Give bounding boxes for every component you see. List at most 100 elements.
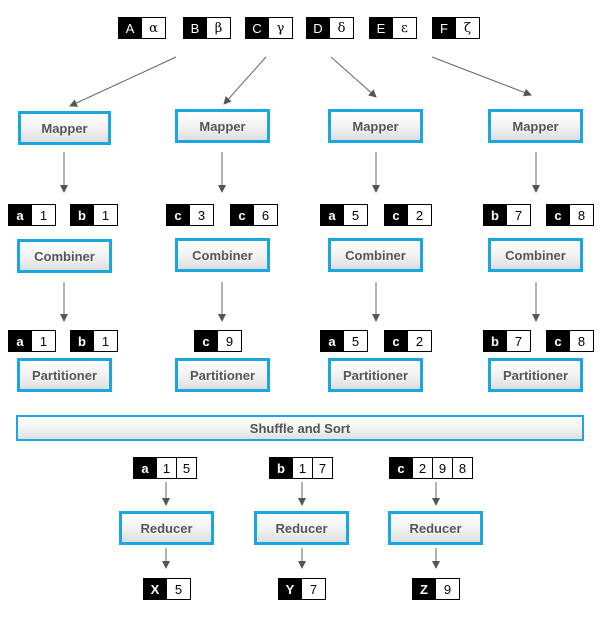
output-pair-z: Z 9 <box>412 578 460 600</box>
mapper-label: Mapper <box>41 120 88 136</box>
pair-value: 5 <box>167 578 191 600</box>
mapper-1-output-1: a 1 <box>8 204 56 226</box>
mapper-label: Mapper <box>512 118 559 134</box>
combiner-label: Combiner <box>34 248 95 264</box>
input-value: γ <box>269 17 293 39</box>
pair-key: Z <box>412 578 436 600</box>
combiner-3-output-1: a 5 <box>320 330 368 352</box>
pair-key: c <box>389 457 413 479</box>
arrow-input-mapper-2 <box>223 56 267 105</box>
combiner-box-1: Combiner <box>17 239 112 273</box>
pair-key: b <box>70 204 94 226</box>
mapper-box-1: Mapper <box>18 111 111 145</box>
mapper-label: Mapper <box>352 118 399 134</box>
pair-value: 1 <box>32 204 56 226</box>
pair-value: 5 <box>177 457 197 479</box>
arrow-input-mapper-4 <box>431 56 532 97</box>
combiner-1-output-1: a 1 <box>8 330 56 352</box>
pair-value: 8 <box>453 457 473 479</box>
pair-key: a <box>8 330 32 352</box>
mapper-box-2: Mapper <box>175 109 270 143</box>
arrow-input-mapper-3 <box>330 56 377 98</box>
partitioner-label: Partitioner <box>502 367 568 383</box>
pair-value: 5 <box>344 204 368 226</box>
partitioner-box-2: Partitioner <box>175 358 270 392</box>
input-key: B <box>183 17 207 39</box>
shuffle-label: Shuffle and Sort <box>249 420 351 436</box>
pair-value: 6 <box>254 204 278 226</box>
pair-value: 5 <box>344 330 368 352</box>
pair-key: c <box>384 204 408 226</box>
mapper-4-output-1: b 7 <box>483 204 531 226</box>
pair-value: 7 <box>507 204 531 226</box>
pair-key: c <box>384 330 408 352</box>
pair-value: 1 <box>94 330 118 352</box>
input-value: δ <box>330 17 354 39</box>
reducer-box-1: Reducer <box>119 511 214 545</box>
input-value: β <box>207 17 231 39</box>
partitioner-label: Partitioner <box>189 367 255 383</box>
mapper-3-output-2: c 2 <box>384 204 432 226</box>
input-key: D <box>306 17 330 39</box>
pair-value: 2 <box>408 330 432 352</box>
combiner-4-output-1: b 7 <box>483 330 531 352</box>
pair-value: 1 <box>293 457 313 479</box>
mapper-box-4: Mapper <box>488 109 583 143</box>
reducer-label: Reducer <box>140 520 193 536</box>
pair-key: X <box>143 578 167 600</box>
input-value: ε <box>393 17 417 39</box>
pair-key: Y <box>278 578 302 600</box>
pair-value: 9 <box>218 330 242 352</box>
mapper-label: Mapper <box>199 118 246 134</box>
combiner-box-4: Combiner <box>488 238 583 272</box>
input-pair-e: E ε <box>369 17 417 39</box>
input-key: A <box>118 17 142 39</box>
input-pair-b: B β <box>183 17 231 39</box>
combiner-box-3: Combiner <box>328 238 423 272</box>
input-pair-a: A α <box>118 17 166 39</box>
pair-key: c <box>546 330 570 352</box>
pair-value: 1 <box>94 204 118 226</box>
pair-key: c <box>166 204 190 226</box>
arrow-input-mapper-1 <box>69 56 177 107</box>
output-pair-y: Y 7 <box>278 578 326 600</box>
partitioner-box-3: Partitioner <box>328 358 423 392</box>
pair-value: 7 <box>313 457 333 479</box>
pair-value: 7 <box>507 330 531 352</box>
combiner-box-2: Combiner <box>175 238 270 272</box>
mapper-box-3: Mapper <box>328 109 423 143</box>
pair-key: c <box>546 204 570 226</box>
mapper-2-output-2: c 6 <box>230 204 278 226</box>
input-pair-c: C γ <box>245 17 293 39</box>
combiner-label: Combiner <box>345 247 406 263</box>
input-value: α <box>142 17 166 39</box>
partitioner-label: Partitioner <box>31 367 97 383</box>
pair-key: c <box>194 330 218 352</box>
pair-key: a <box>320 204 344 226</box>
shuffle-and-sort-bar: Shuffle and Sort <box>16 415 584 441</box>
pair-value: 8 <box>570 330 594 352</box>
mapper-1-output-2: b 1 <box>70 204 118 226</box>
pair-key: b <box>483 204 507 226</box>
combiner-3-output-2: c 2 <box>384 330 432 352</box>
reducer-input-b: b 1 7 <box>269 457 333 479</box>
combiner-1-output-2: b 1 <box>70 330 118 352</box>
pair-key: a <box>320 330 344 352</box>
input-value: ζ <box>456 17 480 39</box>
pair-value: 2 <box>408 204 432 226</box>
pair-value: 1 <box>157 457 177 479</box>
pair-key: a <box>133 457 157 479</box>
reducer-label: Reducer <box>409 520 462 536</box>
reducer-input-c: c 2 9 8 <box>389 457 473 479</box>
pair-key: b <box>70 330 94 352</box>
mapper-4-output-2: c 8 <box>546 204 594 226</box>
partitioner-box-1: Partitioner <box>17 358 112 392</box>
input-key: E <box>369 17 393 39</box>
output-pair-x: X 5 <box>143 578 191 600</box>
reducer-label: Reducer <box>275 520 328 536</box>
input-key: F <box>432 17 456 39</box>
pair-key: a <box>8 204 32 226</box>
combiner-label: Combiner <box>505 247 566 263</box>
